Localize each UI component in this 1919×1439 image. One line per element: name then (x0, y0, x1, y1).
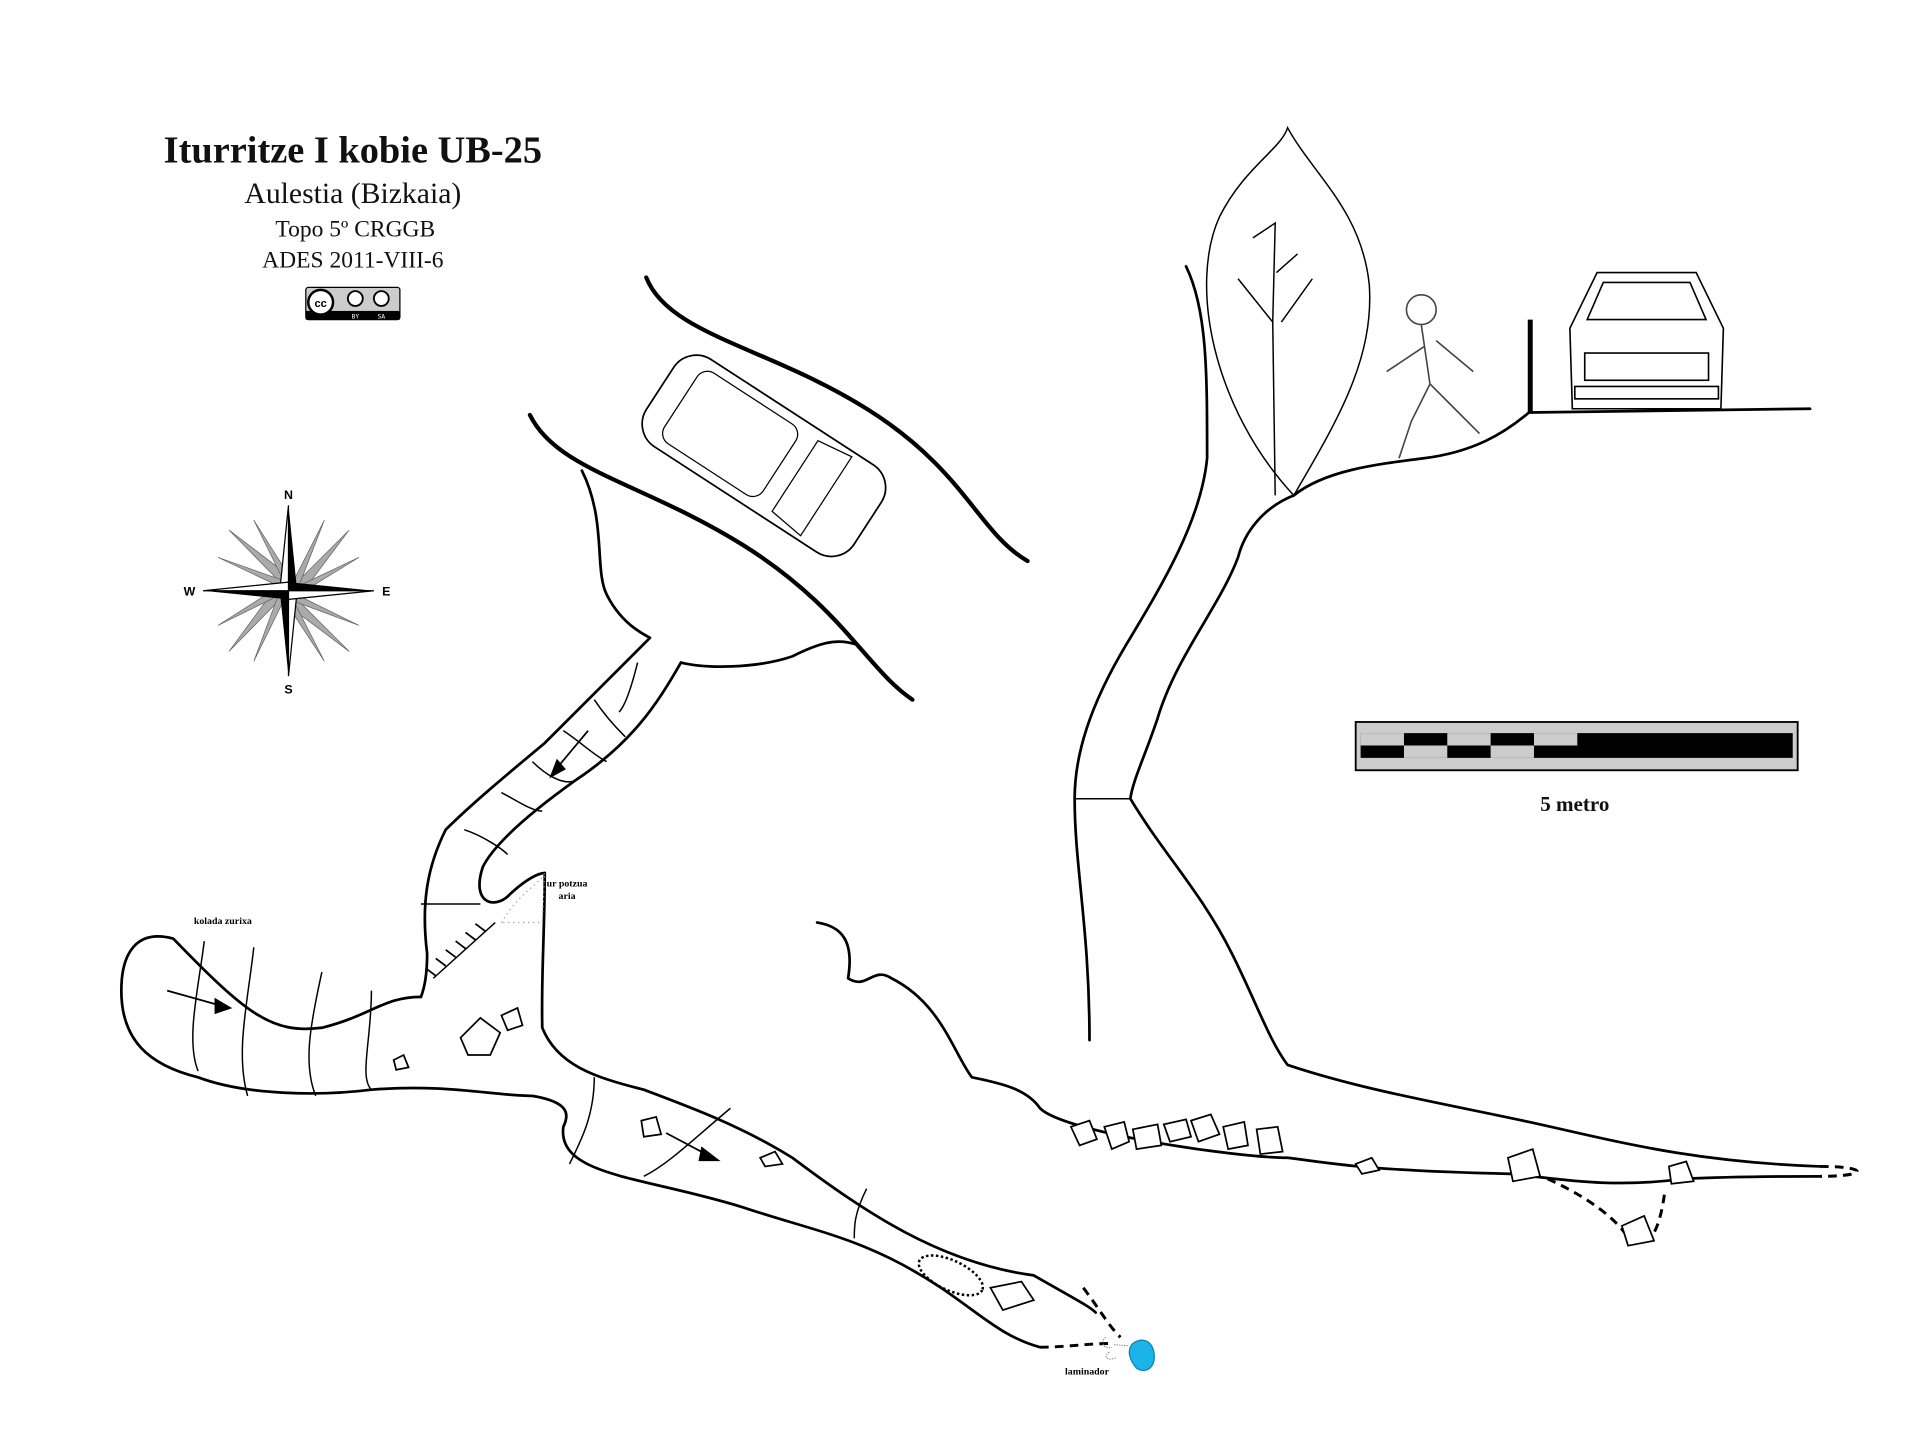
cave-wall (540, 871, 1098, 1314)
compass-s: S (284, 683, 292, 697)
unexplored-side (1546, 1177, 1667, 1245)
car-front-view-icon (1569, 271, 1725, 410)
cave-wall (419, 469, 652, 999)
scale-bar (1354, 721, 1799, 772)
laminador-dashed (1039, 1286, 1122, 1349)
compass-n: N (284, 488, 293, 502)
arrows (166, 730, 721, 1162)
cave-wall (1073, 265, 1209, 1042)
water-pool (1128, 1339, 1155, 1372)
map-title: Iturritze I kobie UB-25 (164, 129, 542, 171)
boulders (1069, 1113, 1695, 1247)
cave-wall (119, 935, 1042, 1349)
compass-w: W (184, 585, 196, 599)
caver-walking-icon (1386, 294, 1481, 459)
air-current-icon (1102, 1336, 1130, 1360)
label-aria: aria (559, 891, 576, 902)
survey-date: ADES 2011-VIII-6 (262, 248, 444, 274)
compass-e: E (382, 585, 390, 599)
label-kolada-zurixa: kolada zurixa (194, 916, 252, 927)
label-ur-potzua: ur potzua (547, 879, 588, 890)
survey-credit: Topo 5º CRGGB (275, 217, 435, 243)
cave-wall (1128, 494, 1822, 1168)
cave-wall (478, 640, 856, 904)
section-lines (192, 662, 868, 1239)
location: Aulestia (Bizkaia) (244, 178, 461, 210)
boulders (392, 1006, 1036, 1312)
sa-label: SA (378, 313, 386, 320)
cave-wall (815, 921, 1822, 1185)
scale-label: 5 metro (1540, 792, 1609, 816)
road-edge-upper (644, 275, 1030, 564)
cc-label: cc (314, 298, 326, 310)
slope-ticks (425, 923, 486, 977)
unexplored-end (1819, 1164, 1859, 1178)
road-edge-lower (527, 412, 915, 702)
cc-by-sa-icon: cc BY SA (305, 286, 401, 320)
car-top-view-icon (641, 354, 887, 558)
surface-profile (1292, 407, 1812, 497)
compass-rose-icon (202, 505, 374, 677)
by-label: BY (352, 313, 360, 320)
tree-icon (1205, 125, 1371, 497)
slope-line (432, 921, 496, 979)
pit-outline (917, 1254, 985, 1297)
label-laminador: laminador (1065, 1366, 1110, 1377)
